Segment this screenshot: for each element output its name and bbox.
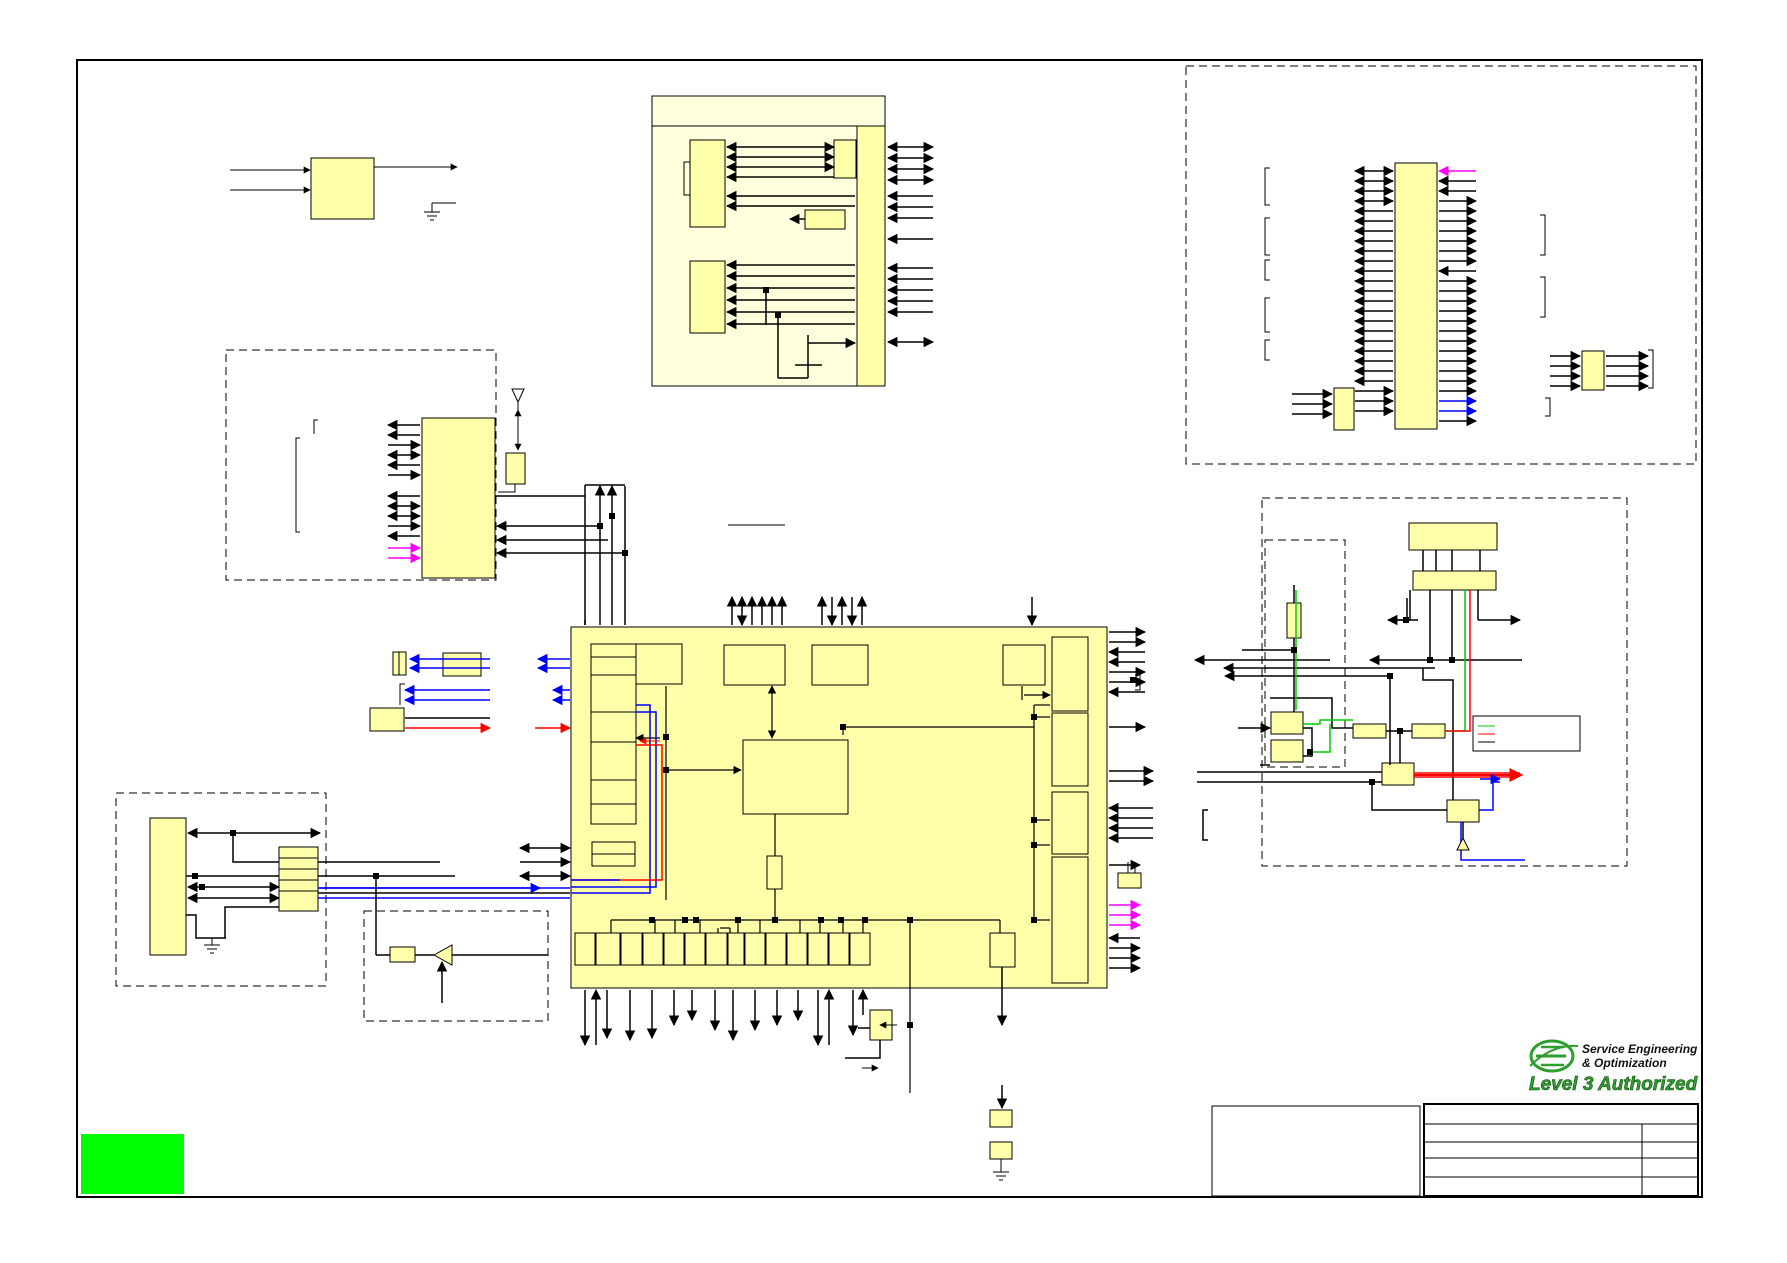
top-right-left-pins <box>1292 165 1395 420</box>
board-bottom-pins <box>579 967 1008 1047</box>
central-board <box>570 524 1108 1093</box>
module-small-chip-b <box>804 209 846 230</box>
board-right-block-2 <box>1051 712 1089 787</box>
ground-icon <box>204 937 226 954</box>
board-right-pins <box>1107 626 1155 974</box>
board-chip-1 <box>635 643 683 685</box>
module-chip-upper <box>689 139 726 228</box>
board-right-small-chip <box>1117 872 1142 889</box>
board-top-pins <box>726 595 1038 627</box>
power-jack-base <box>1412 570 1497 591</box>
amplifier-filter <box>389 946 416 963</box>
top-center-module <box>651 95 935 387</box>
module-connector <box>856 125 886 387</box>
top-right-buffer <box>1581 350 1605 391</box>
power-mosfet-2 <box>1270 739 1304 763</box>
board-right-block-4 <box>1051 856 1089 984</box>
left-module-small-chip <box>505 452 526 485</box>
module-small-chip-a <box>833 139 857 179</box>
board-bottom-row <box>574 932 1016 968</box>
module-chip-lower <box>689 260 726 334</box>
left-rf-module <box>225 349 625 581</box>
top-right-module <box>1185 65 1697 465</box>
board-chip-2 <box>723 644 786 686</box>
ground-icon <box>993 1171 1009 1181</box>
power-mosfet-1 <box>1270 711 1304 735</box>
amplifier-module <box>363 873 549 1022</box>
top-right-right-pins <box>1437 165 1650 427</box>
power-module <box>1193 497 1628 867</box>
top-left-block-group <box>230 157 458 221</box>
power-fuse <box>1286 602 1302 639</box>
logo-line-1: Service Engineering <box>1582 1042 1698 1056</box>
board-processor <box>742 739 849 815</box>
logo: Service Engineering & Optimization Level… <box>1529 1039 1698 1095</box>
globe-e-icon <box>1529 1039 1579 1073</box>
left-module-chip <box>421 417 496 579</box>
status-box <box>81 1134 184 1194</box>
power-resistor-2 <box>1411 723 1446 739</box>
left-lower-chip <box>369 707 405 732</box>
logo-line-3: Level 3 Authorized <box>1529 1074 1698 1095</box>
board-left-stack <box>590 643 637 825</box>
board-resistor <box>766 855 783 890</box>
power-mosfet-4 <box>1446 799 1480 823</box>
vertical-bus <box>584 484 626 625</box>
left-signal-group <box>369 651 572 734</box>
power-resistor-1 <box>1352 723 1387 739</box>
ground-icon <box>424 202 456 221</box>
bottom-left-module <box>115 792 570 987</box>
bottom-center-pair <box>989 1085 1013 1181</box>
logo-line-2: & Optimization <box>1582 1056 1667 1070</box>
board-right-block-3 <box>1051 791 1089 855</box>
top-left-block <box>310 157 375 220</box>
bottom-left-switch <box>278 846 319 912</box>
amplifier-triangle <box>432 944 453 966</box>
power-jack <box>1408 522 1498 551</box>
title-block-area <box>1211 1103 1699 1197</box>
top-right-connector <box>1394 162 1438 430</box>
title-block <box>1423 1103 1699 1197</box>
bottom-left-connector <box>149 817 187 956</box>
power-mosfet-3 <box>1381 762 1415 786</box>
top-right-small-chip <box>1333 387 1355 431</box>
board-right-block-1 <box>1051 636 1089 712</box>
left-buffer-chip <box>442 652 482 677</box>
power-diode <box>1456 836 1470 851</box>
page-border <box>76 59 1703 1198</box>
board-chip-4 <box>1002 644 1046 686</box>
board-chip-3 <box>811 644 869 686</box>
